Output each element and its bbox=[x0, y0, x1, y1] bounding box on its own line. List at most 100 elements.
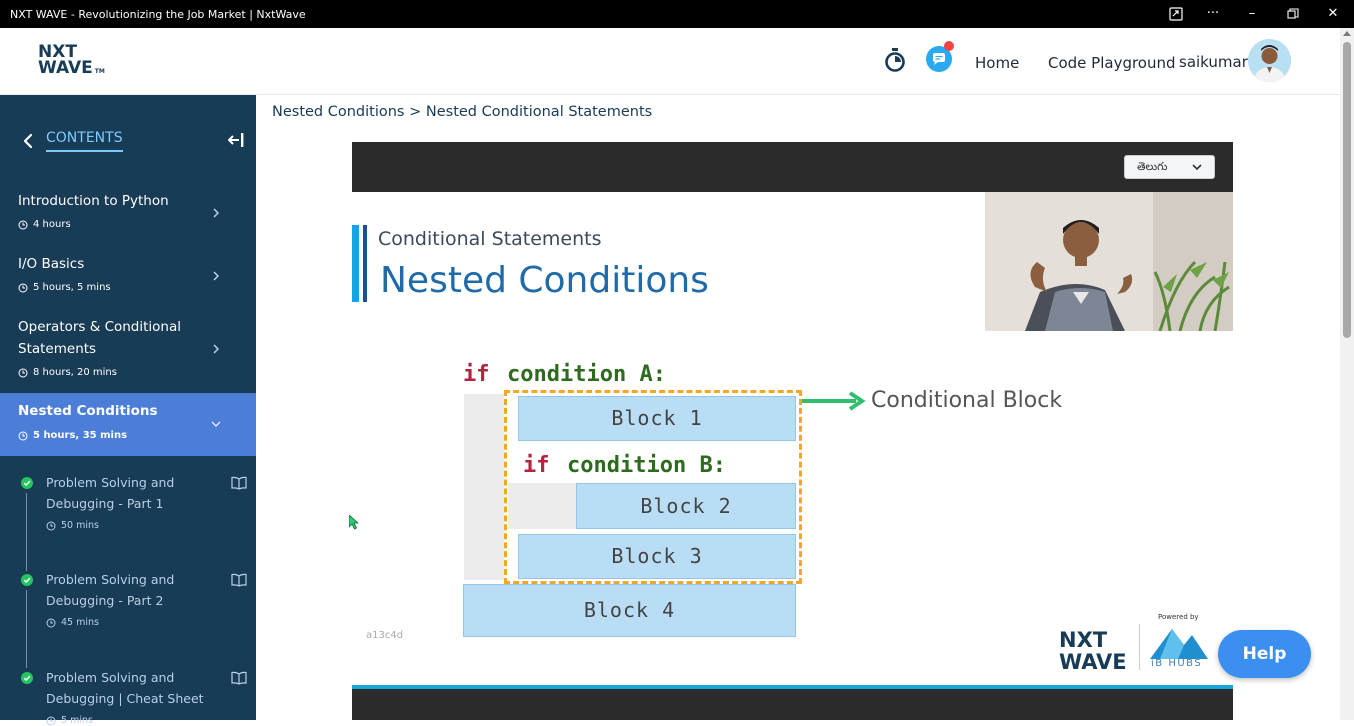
restore-icon[interactable] bbox=[1281, 4, 1305, 24]
sidebar-module-intro-python[interactable]: Introduction to Python 4 hours bbox=[0, 185, 256, 245]
powered-by-text: Powered by bbox=[1158, 613, 1199, 621]
collapse-sidebar-icon[interactable] bbox=[228, 132, 244, 148]
course-sidebar: CONTENTS Introduction to Python 4 hours … bbox=[0, 95, 256, 726]
check-circle-icon bbox=[21, 574, 33, 586]
module-duration: 4 hours bbox=[18, 219, 71, 230]
mouse-cursor-icon bbox=[349, 515, 359, 530]
slide-accent-bar bbox=[352, 225, 359, 302]
slide-title: Nested Conditions bbox=[380, 260, 709, 301]
scroll-up-arrow-icon[interactable] bbox=[1343, 31, 1351, 36]
chevron-down-icon bbox=[211, 421, 221, 427]
slide-logo-line2: WAVE bbox=[1059, 650, 1127, 674]
ibhubs-text: iB HUBS bbox=[1151, 658, 1203, 669]
book-icon[interactable] bbox=[231, 476, 247, 490]
check-circle-icon bbox=[21, 477, 33, 489]
module-title: I/O Basics bbox=[18, 256, 85, 272]
nxtwave-slide-logo: NXT WAVE bbox=[1059, 628, 1134, 673]
lesson-title: Problem Solving and Debugging | Cheat Sh… bbox=[46, 670, 204, 706]
nav-code-playground-link[interactable]: Code Playground bbox=[1048, 54, 1176, 72]
help-button[interactable]: Help bbox=[1218, 630, 1311, 678]
lesson-item[interactable]: Problem Solving and Debugging - Part 2 4… bbox=[0, 568, 256, 658]
module-title: Operators & Conditional Statements bbox=[18, 319, 182, 357]
contents-heading[interactable]: CONTENTS bbox=[46, 130, 123, 152]
clock-icon bbox=[46, 716, 56, 725]
language-selected-text: తెలుగు bbox=[1137, 161, 1168, 173]
slide-accent-bar bbox=[363, 225, 367, 302]
block-2: Block 2 bbox=[576, 483, 796, 529]
chat-notification-icon[interactable] bbox=[924, 40, 956, 77]
timeline-line bbox=[26, 590, 27, 668]
more-options-icon[interactable]: ··· bbox=[1206, 6, 1220, 21]
chevron-right-icon bbox=[213, 344, 219, 354]
sidebar-module-io-basics[interactable]: I/O Basics 5 hours, 5 mins bbox=[0, 248, 256, 308]
lesson-duration-text: 50 mins bbox=[61, 520, 99, 531]
module-duration: 5 hours, 35 mins bbox=[18, 430, 127, 441]
close-icon[interactable]: ✕ bbox=[1327, 6, 1339, 21]
module-duration-text: 8 hours, 20 mins bbox=[33, 367, 117, 378]
lesson-duration: 5 mins bbox=[46, 715, 93, 726]
lesson-duration-text: 5 mins bbox=[61, 715, 93, 726]
stopwatch-icon[interactable] bbox=[884, 48, 906, 77]
logo-tm: TM bbox=[94, 68, 105, 75]
breadcrumb-separator: > bbox=[409, 104, 422, 120]
timeline-line bbox=[26, 493, 27, 571]
clock-icon bbox=[46, 618, 56, 627]
ibhubs-mountain-icon bbox=[1150, 629, 1208, 659]
video-slide: Conditional Statements Nested Conditions… bbox=[352, 192, 1233, 685]
clock-icon bbox=[18, 431, 28, 440]
slide-subtitle: Conditional Statements bbox=[378, 228, 602, 250]
book-icon[interactable] bbox=[231, 573, 247, 587]
scrollbar-thumb[interactable] bbox=[1343, 42, 1351, 338]
window-title: NXT WAVE - Revolutionizing the Job Marke… bbox=[10, 8, 306, 21]
slide-logo-line1: NXT bbox=[1059, 628, 1108, 652]
lesson-item[interactable]: Problem Solving and Debugging | Cheat Sh… bbox=[0, 666, 256, 726]
breadcrumb-parent-link[interactable]: Nested Conditions bbox=[272, 104, 405, 120]
code-condition-b: condition B: bbox=[567, 453, 726, 478]
module-title: Introduction to Python bbox=[18, 193, 169, 209]
lesson-title: Problem Solving and Debugging - Part 1 bbox=[46, 475, 175, 511]
block-4: Block 4 bbox=[463, 584, 796, 637]
page-scrollbar[interactable] bbox=[1340, 28, 1354, 720]
nav-home-link[interactable]: Home bbox=[975, 54, 1020, 72]
video-progress-strip bbox=[352, 685, 1233, 689]
lesson-duration-text: 45 mins bbox=[61, 617, 99, 628]
back-chevron-icon[interactable] bbox=[20, 133, 36, 149]
module-duration: 8 hours, 20 mins bbox=[18, 367, 117, 378]
book-icon[interactable] bbox=[231, 671, 247, 685]
lesson-duration: 45 mins bbox=[46, 617, 99, 628]
module-duration-text: 4 hours bbox=[33, 219, 71, 230]
video-watermark: a13c4d bbox=[366, 630, 404, 641]
breadcrumb-current: Nested Conditional Statements bbox=[425, 104, 653, 120]
indent-region bbox=[464, 394, 504, 580]
minimize-icon[interactable]: – bbox=[1248, 6, 1256, 21]
module-duration: 5 hours, 5 mins bbox=[18, 282, 111, 293]
breadcrumb: Nested Conditions > Nested Conditional S… bbox=[272, 104, 652, 120]
code-if-keyword: if bbox=[523, 453, 550, 478]
lesson-item[interactable]: Problem Solving and Debugging - Part 1 5… bbox=[0, 470, 256, 560]
module-title: Nested Conditions bbox=[18, 403, 158, 419]
logo-line2-text: WAVE bbox=[38, 58, 93, 78]
video-top-bar: తెలుగు bbox=[352, 142, 1233, 192]
language-select[interactable]: తెలుగు bbox=[1124, 155, 1215, 179]
instructor-video-feed bbox=[985, 192, 1233, 331]
avatar[interactable] bbox=[1248, 39, 1291, 82]
module-duration-text: 5 hours, 35 mins bbox=[33, 430, 128, 441]
indent-region bbox=[508, 483, 576, 529]
sidebar-module-nested-conditions[interactable]: Nested Conditions 5 hours, 35 mins bbox=[0, 393, 256, 456]
conditional-block-label: Conditional Block bbox=[871, 388, 1063, 413]
sidebar-module-operators[interactable]: Operators & Conditional Statements 8 hou… bbox=[0, 311, 256, 391]
video-player[interactable]: తెలుగు Conditional Statements Nested Con… bbox=[352, 142, 1233, 720]
lesson-duration: 50 mins bbox=[46, 520, 99, 531]
app-icon[interactable] bbox=[1164, 4, 1188, 24]
chevron-down-icon bbox=[1192, 164, 1202, 171]
block-3: Block 3 bbox=[518, 534, 796, 579]
arrow-right-icon bbox=[802, 391, 866, 411]
username[interactable]: saikumar bbox=[1179, 53, 1248, 71]
conditional-block-outline bbox=[504, 390, 802, 584]
lesson-title: Problem Solving and Debugging - Part 2 bbox=[46, 572, 175, 608]
block-1: Block 1 bbox=[518, 396, 796, 441]
logo-divider bbox=[1139, 624, 1140, 670]
